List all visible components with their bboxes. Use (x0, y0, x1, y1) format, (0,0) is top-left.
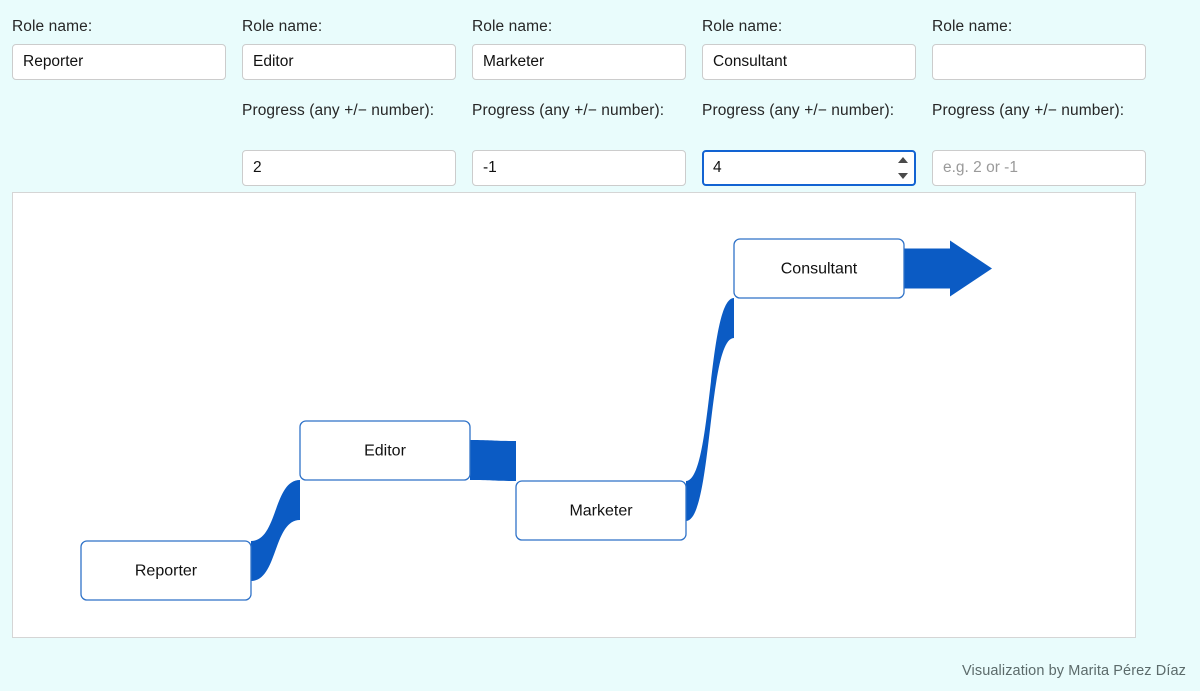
role-column-1: Role name: Progress (any +/− number): (12, 16, 226, 186)
ribbon-reporter-to-editor (251, 480, 300, 581)
flow-node-label: Marketer (569, 503, 633, 520)
progress-input-5[interactable] (932, 150, 1146, 186)
role-name-label-3: Role name: (472, 18, 553, 35)
flow-node-label: Consultant (781, 261, 858, 278)
role-name-input-3[interactable] (472, 44, 686, 80)
role-name-input-2[interactable] (242, 44, 456, 80)
role-name-input-5[interactable] (932, 44, 1146, 80)
flow-node-box (515, 480, 687, 541)
role-column-4: Role name: Progress (any +/− number): (702, 16, 916, 186)
progress-input-4[interactable] (702, 150, 916, 186)
progress-block-5: Progress (any +/− number): (932, 100, 1146, 186)
progress-label-5: Progress (any +/− number): (932, 102, 1125, 119)
number-spinner-4[interactable] (896, 157, 909, 179)
role-name-label-2: Role name: (242, 18, 323, 35)
progress-block-4: Progress (any +/− number): (702, 100, 916, 186)
progress-label-3: Progress (any +/− number): (472, 102, 665, 119)
role-name-label-5: Role name: (932, 18, 1013, 35)
role-name-input-4[interactable] (702, 44, 916, 80)
role-form: Role name: Progress (any +/− number): Ro… (0, 0, 1200, 186)
flow-node-marketer[interactable]: Marketer (515, 480, 687, 541)
progress-input-wrap-3 (472, 150, 686, 186)
progress-block-3: Progress (any +/− number): (472, 100, 686, 186)
role-column-5: Role name: Progress (any +/− number): (932, 16, 1146, 186)
progress-input-wrap-4 (702, 150, 916, 186)
terminal-arrow-icon (902, 240, 992, 297)
progress-block-2: Progress (any +/− number): (242, 100, 456, 186)
progress-label-2: Progress (any +/− number): (242, 102, 435, 119)
role-column-2: Role name: Progress (any +/− number): (242, 16, 456, 186)
role-name-input-1[interactable] (12, 44, 226, 80)
progress-input-wrap-5 (932, 150, 1146, 186)
progress-input-2[interactable] (242, 150, 456, 186)
spinner-down-icon[interactable] (897, 173, 908, 179)
role-name-label-4: Role name: (702, 18, 783, 35)
flow-node-box (299, 420, 471, 481)
role-column-3: Role name: Progress (any +/− number): (472, 16, 686, 186)
footer-credit: Visualization by Marita Pérez Díaz (962, 663, 1186, 679)
ribbon-marketer-to-consultant (686, 298, 734, 521)
spinner-up-icon[interactable] (897, 157, 908, 163)
flow-node-reporter[interactable]: Reporter (80, 540, 252, 601)
flow-node-consultant[interactable]: Consultant (733, 238, 905, 299)
role-name-label-1: Role name: (12, 18, 93, 35)
progress-input-3[interactable] (472, 150, 686, 186)
flow-node-editor[interactable]: Editor (299, 420, 471, 481)
ribbon-editor-to-marketer (470, 440, 516, 481)
flow-node-box (80, 540, 252, 601)
progress-label-4: Progress (any +/− number): (702, 102, 895, 119)
ribbon-layer (251, 240, 992, 581)
flow-node-box (733, 238, 905, 299)
flow-node-label: Reporter (135, 563, 198, 580)
flow-node-label: Editor (364, 443, 406, 460)
progress-input-wrap-2 (242, 150, 456, 186)
